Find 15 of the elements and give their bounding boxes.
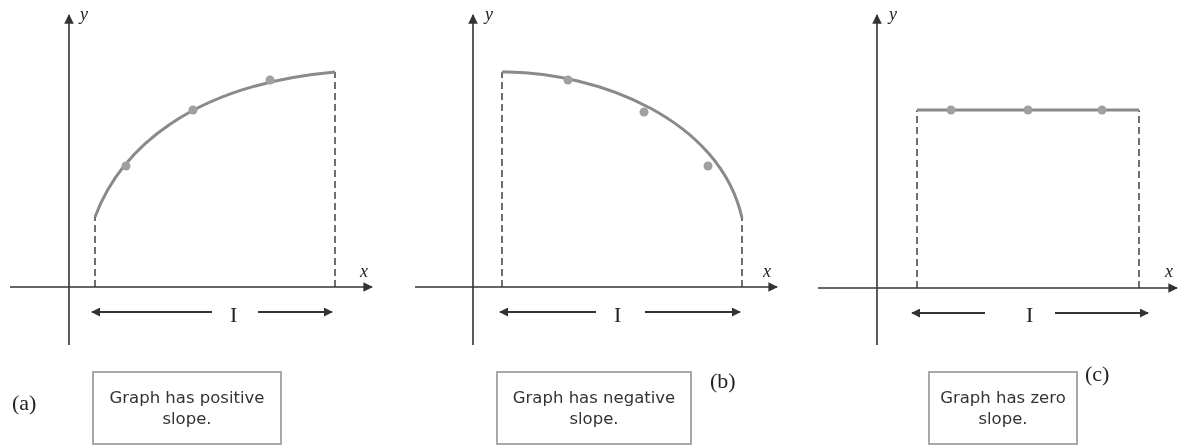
axis-label: y [485,5,493,23]
axis-label: x [360,262,368,280]
interval-label: I [614,304,622,326]
caption-box: Graph has positive slope. [92,371,282,445]
axis-label: y [889,5,897,23]
panel-label: (c) [1085,363,1110,385]
panel-label: (a) [12,392,37,414]
axis-label: x [1165,262,1173,280]
caption-box: Graph has zero slope. [928,371,1078,445]
interval-label: I [230,304,238,326]
axis-label: y [80,5,88,23]
caption-box: Graph has negative slope. [496,371,692,445]
panel-label: (b) [710,370,736,392]
interval-label: I [1026,304,1034,326]
axis-label: x [763,262,771,280]
